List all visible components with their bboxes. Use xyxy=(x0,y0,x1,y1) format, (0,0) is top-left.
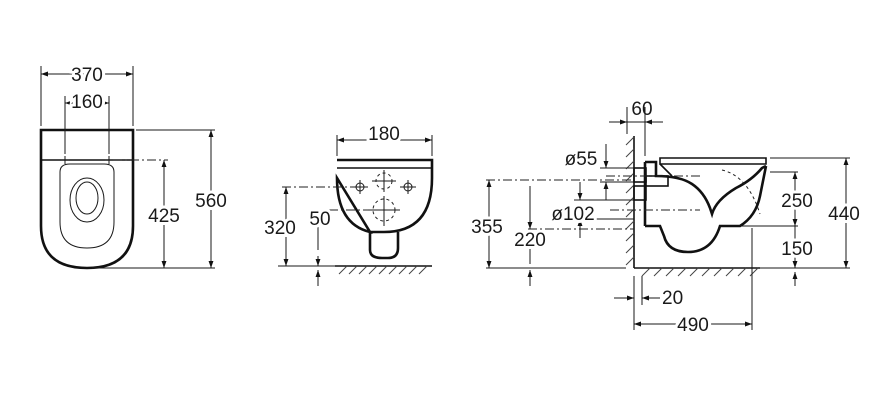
dim-front-height-fixing: 425 xyxy=(148,206,180,227)
section-view-floor xyxy=(634,267,760,277)
dim-projection: 490 xyxy=(677,315,709,336)
dim-outlet-bottom: 220 xyxy=(514,230,546,251)
dim-rear-height: 320 xyxy=(264,218,296,239)
dim-inlet-diameter: ø55 xyxy=(565,149,598,170)
dim-bottom: 150 xyxy=(781,239,813,260)
dim-wall-gap: 20 xyxy=(662,288,683,309)
front-view-bowl xyxy=(69,177,105,223)
section-view-connections xyxy=(606,167,761,215)
section-view-wall xyxy=(625,136,635,268)
dim-front-width-fixing: 160 xyxy=(71,92,103,113)
section-view-seat xyxy=(659,157,767,165)
dim-outlet-axis: 355 xyxy=(471,217,503,238)
front-view-fixing-points xyxy=(61,156,113,164)
dim-rear-width: 180 xyxy=(368,124,400,145)
front-view: 370 160 425 560 xyxy=(39,62,230,270)
rear-view-fixing-holes xyxy=(352,170,416,226)
dim-front-width-total: 370 xyxy=(71,65,103,86)
section-view-pan xyxy=(645,160,768,254)
dim-rim: 250 xyxy=(781,191,813,212)
rear-view-outline xyxy=(335,158,434,260)
dim-outlet-diameter: ø102 xyxy=(551,204,594,225)
rear-view: 180 320 50 xyxy=(261,121,434,286)
front-view-outline xyxy=(39,128,135,270)
dim-wall-offset: 60 xyxy=(631,99,652,120)
dim-rear-inlet: 50 xyxy=(309,209,330,230)
section-view: 60 ø55 ø102 355 220 250 440 150 2 xyxy=(468,99,863,339)
dim-section-height-total: 440 xyxy=(828,204,860,225)
dim-front-height-total: 560 xyxy=(195,191,227,212)
